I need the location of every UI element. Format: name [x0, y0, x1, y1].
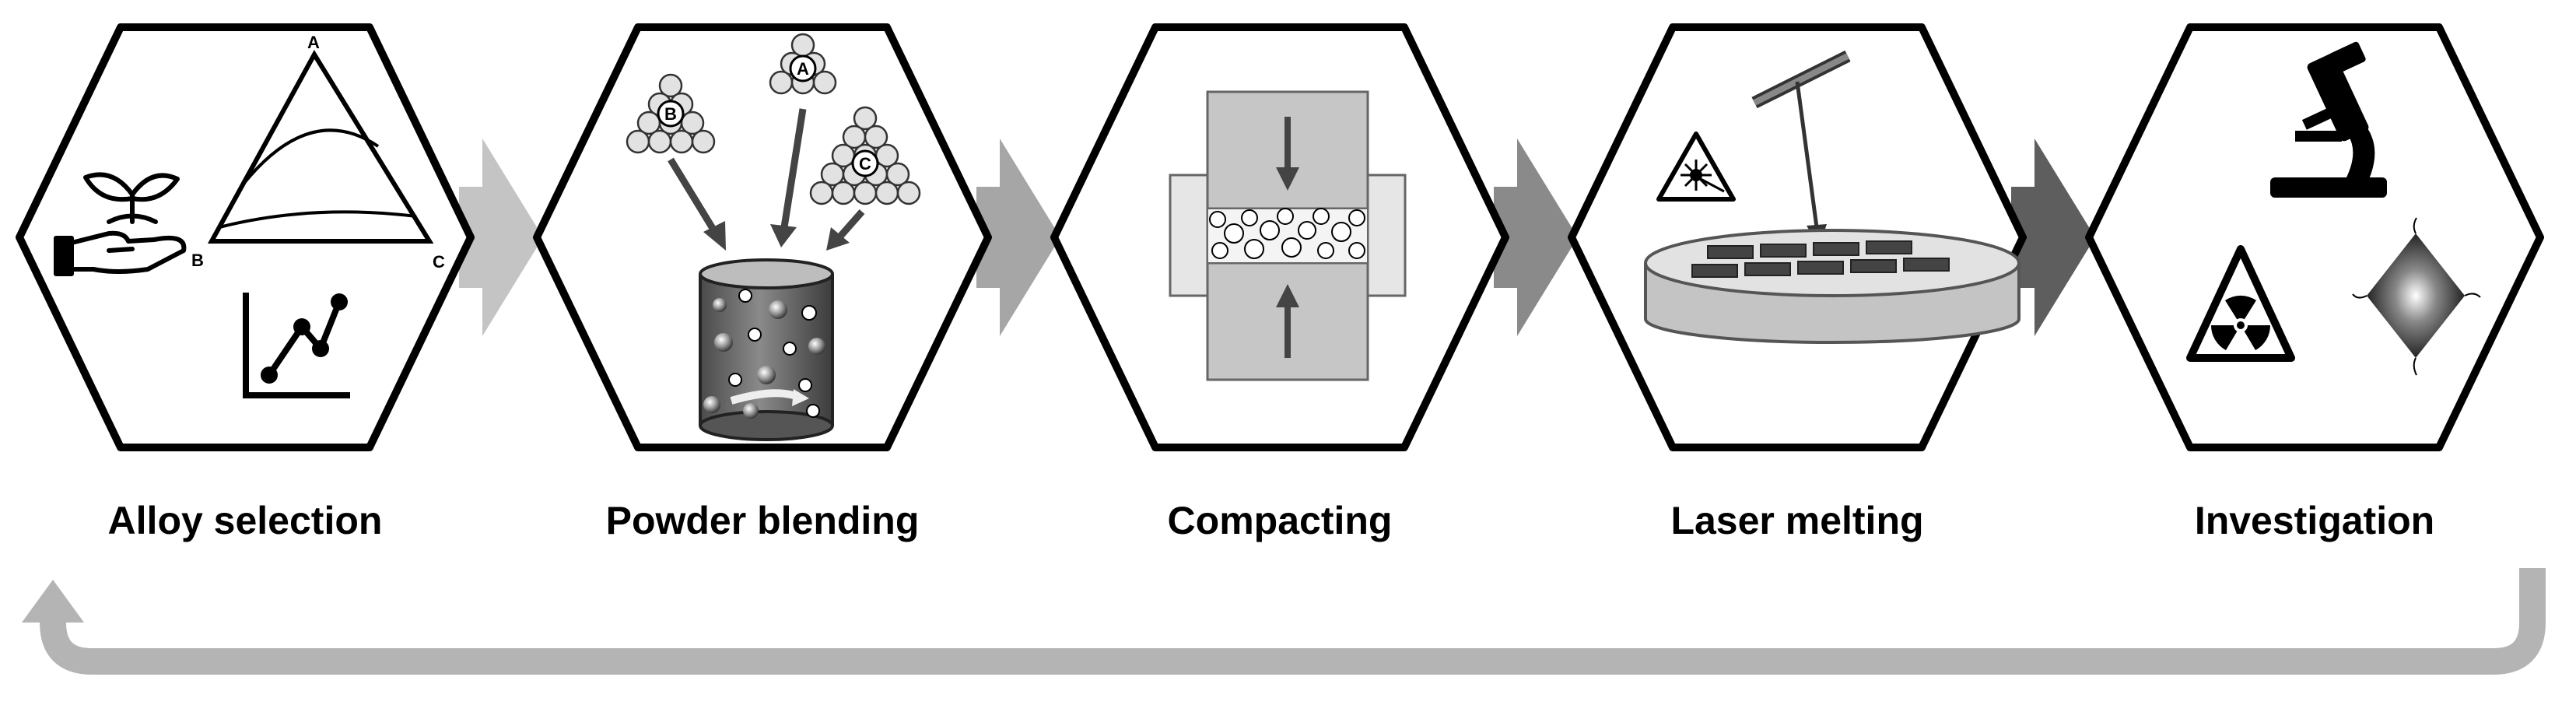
feed-arrows — [668, 108, 865, 251]
radiation-warning-icon — [2186, 245, 2295, 362]
laser-warning-icon — [1656, 132, 1736, 202]
feedback-loop-arrow — [40, 568, 2546, 675]
hexagon-alloy-selection: A B C — [16, 23, 475, 451]
build-plate — [1644, 229, 2020, 344]
step-label-powder-blending: Powder blending — [605, 499, 920, 542]
powder-pile-a-label: A — [797, 59, 809, 79]
diffraction-crystal-icon — [2352, 217, 2481, 376]
powder-pile-b: B — [626, 73, 716, 154]
mixing-drum — [699, 258, 834, 441]
vertex-label-c: C — [433, 252, 445, 272]
step-label-alloy-selection: Alloy selection — [107, 499, 383, 542]
connector-arrow-2 — [976, 139, 1060, 336]
plant-in-hand-icon — [54, 172, 187, 276]
powder-pile-c: C — [809, 106, 921, 205]
step-label-laser-melting: Laser melting — [1670, 499, 1924, 542]
microscope-icon — [2270, 41, 2387, 198]
step-label-compacting: Compacting — [1167, 499, 1393, 542]
step-label-investigation: Investigation — [2194, 499, 2435, 542]
ternary-diagram: A B C — [191, 33, 445, 272]
line-chart-icon — [243, 293, 350, 398]
connector-arrow-1 — [459, 139, 543, 336]
hexagon-investigation — [2085, 23, 2544, 451]
powder-pile-a: A — [769, 33, 837, 95]
vertex-label-a: A — [307, 33, 320, 52]
hexagon-laser-melting — [1568, 23, 2027, 451]
press-die — [1169, 90, 1407, 381]
connector-arrow-3 — [1494, 139, 1578, 336]
hexagon-compacting — [1050, 23, 1509, 451]
hexagon-powder-blending: B A C — [533, 23, 992, 451]
connector-arrow-4 — [2011, 139, 2095, 336]
vertex-label-b: B — [191, 251, 204, 270]
powder-pile-c-label: C — [859, 154, 871, 174]
feedback-loop-arrowhead — [22, 580, 84, 623]
powder-pile-b-label: B — [664, 104, 677, 124]
